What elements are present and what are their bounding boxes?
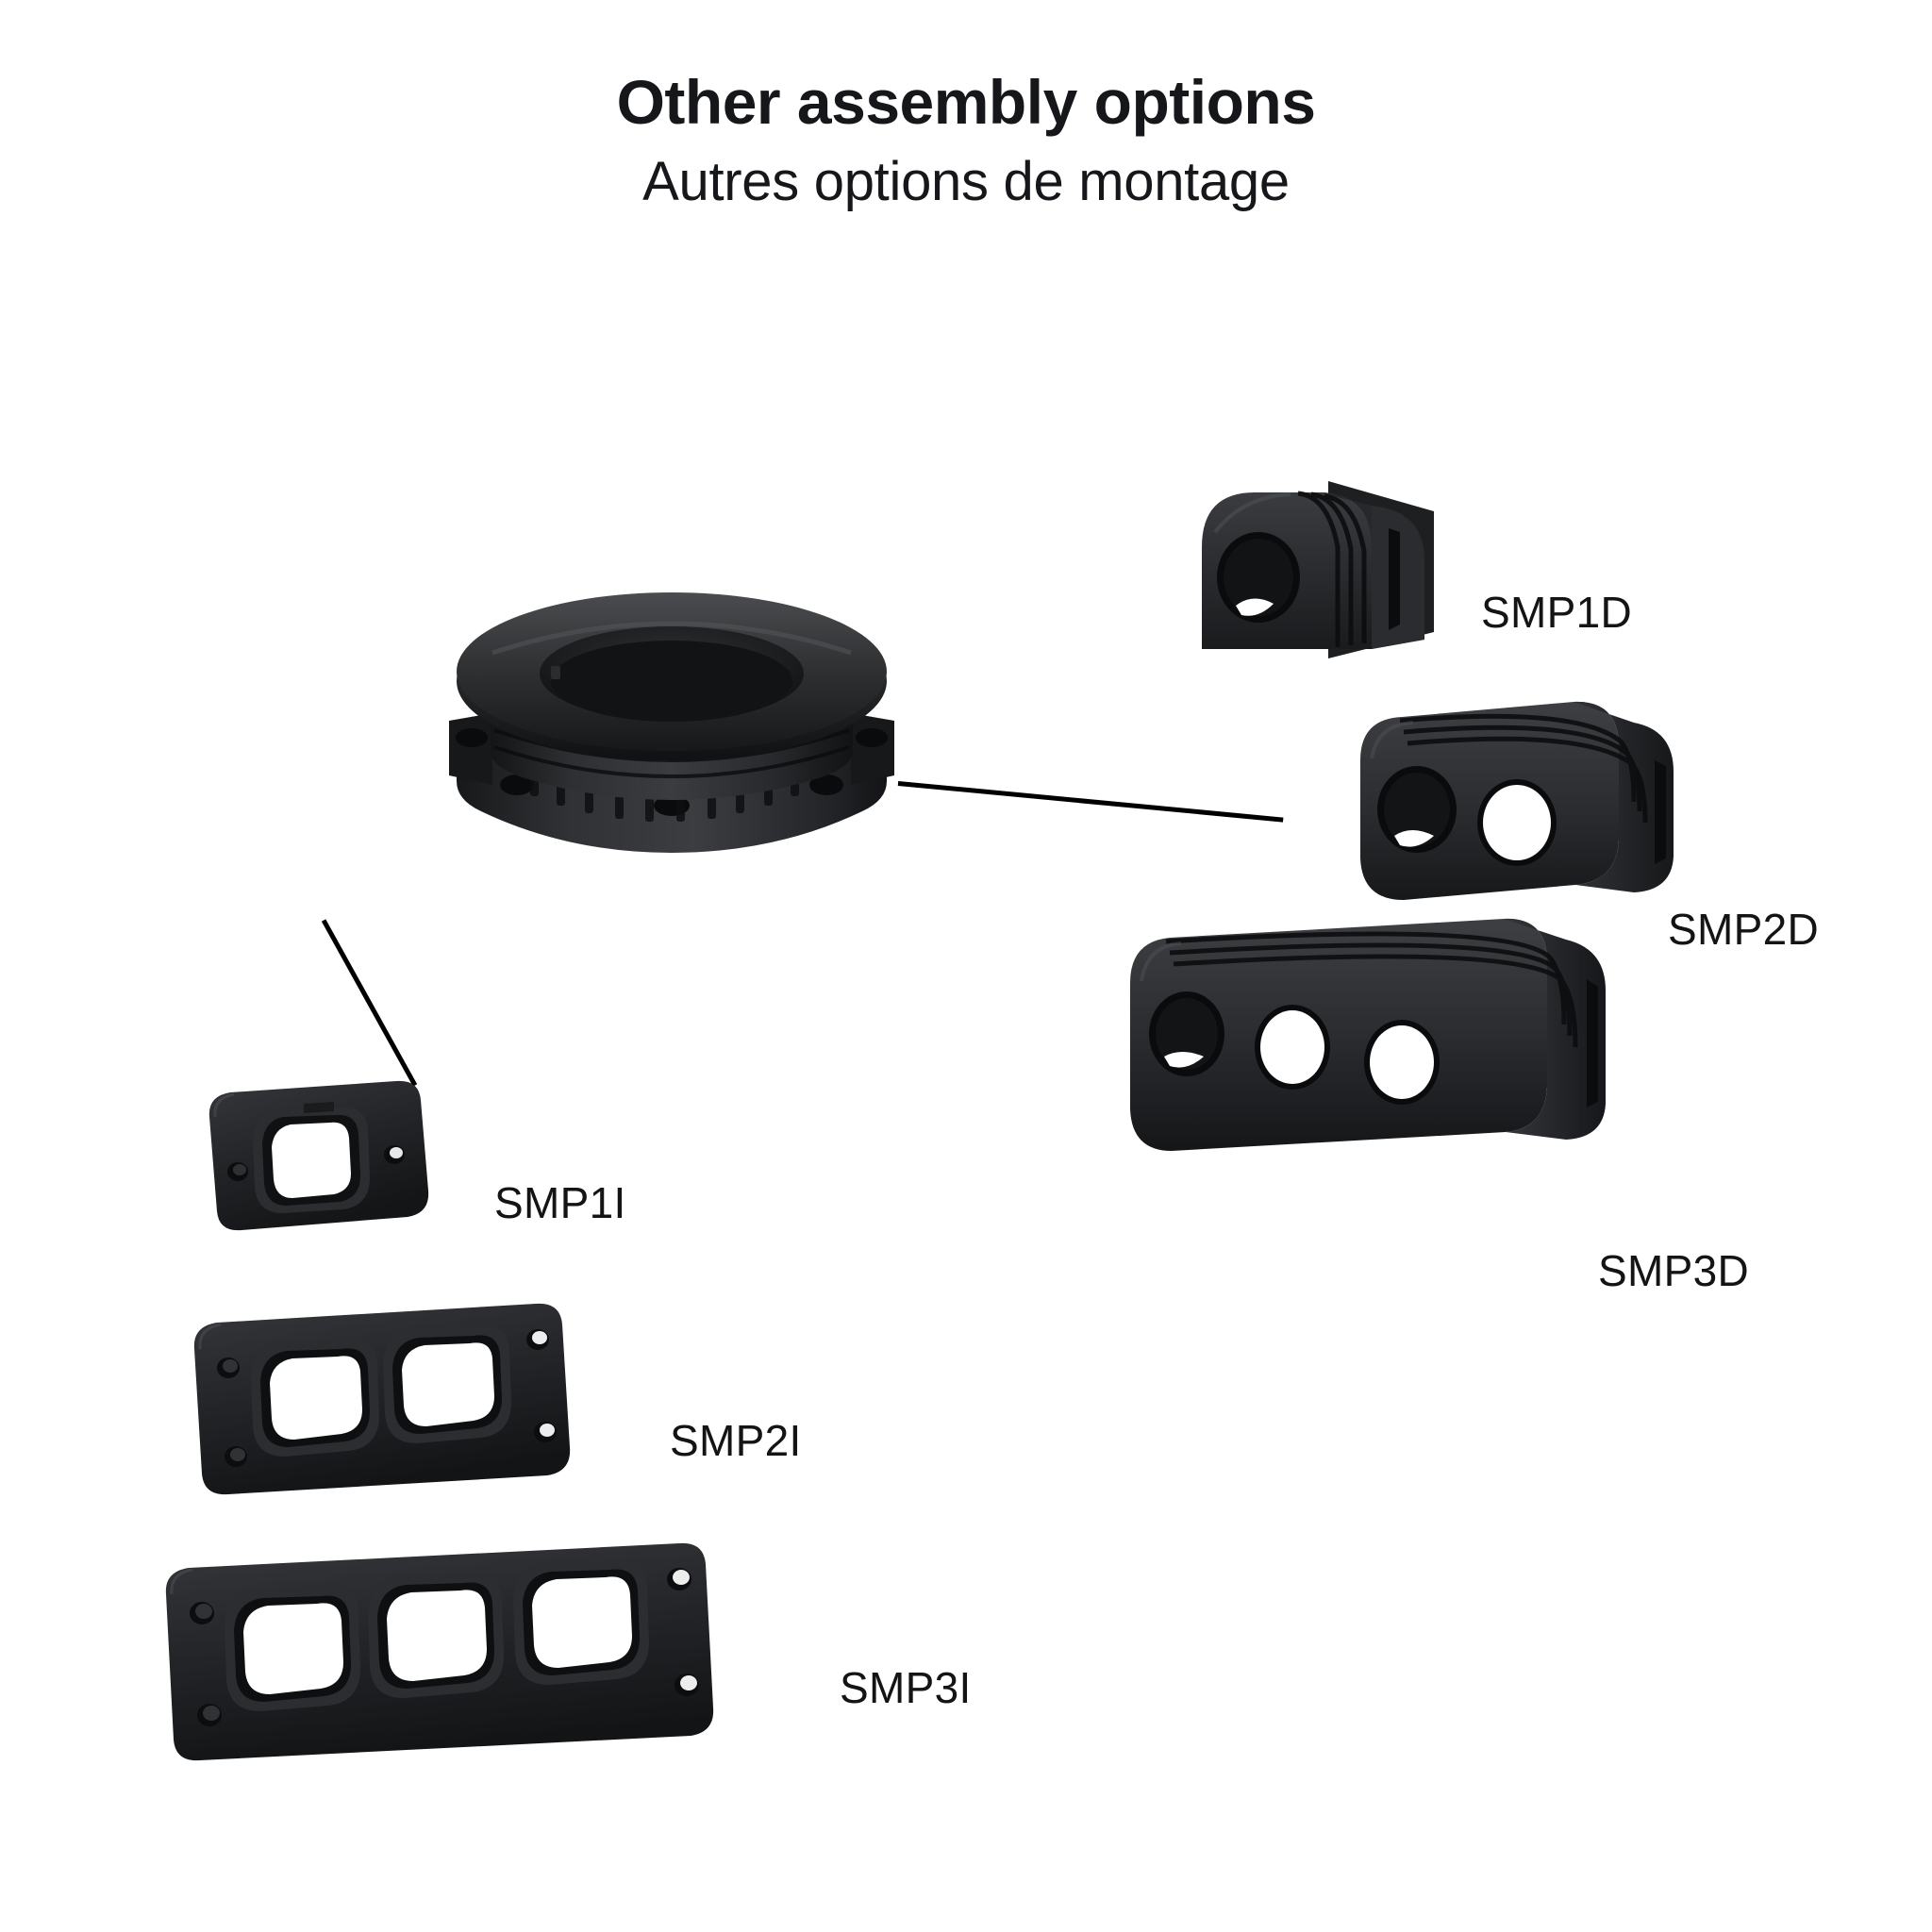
smp2d-label: SMP2D (1668, 905, 1819, 954)
header: Other assembly options Autres options de… (0, 66, 1932, 214)
smp1d-label: SMP1D (1481, 588, 1632, 637)
page-title: Other assembly options (616, 67, 1316, 137)
smp3d-illustration (1130, 918, 1606, 1151)
leader-line-to-surface-mounts (897, 781, 1284, 823)
page-subtitle: Autres options de montage (642, 150, 1290, 212)
smp3d-part (1123, 913, 1632, 1196)
socket-mount-part (436, 562, 908, 874)
smp2i-illustration (193, 1303, 571, 1495)
smp1i-illustration (208, 1080, 429, 1231)
smp1i-part (192, 1075, 447, 1245)
smp3i-label: SMP3I (840, 1663, 972, 1712)
smp1d-part (1187, 474, 1470, 679)
smp2d-illustration (1360, 701, 1674, 900)
smp1i-label: SMP1I (494, 1178, 626, 1227)
smp1d-illustration (1202, 481, 1434, 658)
smp2i-label: SMP2I (670, 1416, 802, 1465)
smp3d-label: SMP3D (1598, 1246, 1749, 1295)
smp3i-part (151, 1540, 755, 1775)
smp2d-part (1351, 698, 1700, 911)
smp3i-illustration (165, 1542, 714, 1761)
leader-line-to-flush-mounts (321, 919, 418, 1087)
smp2i-part (179, 1300, 604, 1507)
socket-mount-illustration (449, 592, 894, 853)
